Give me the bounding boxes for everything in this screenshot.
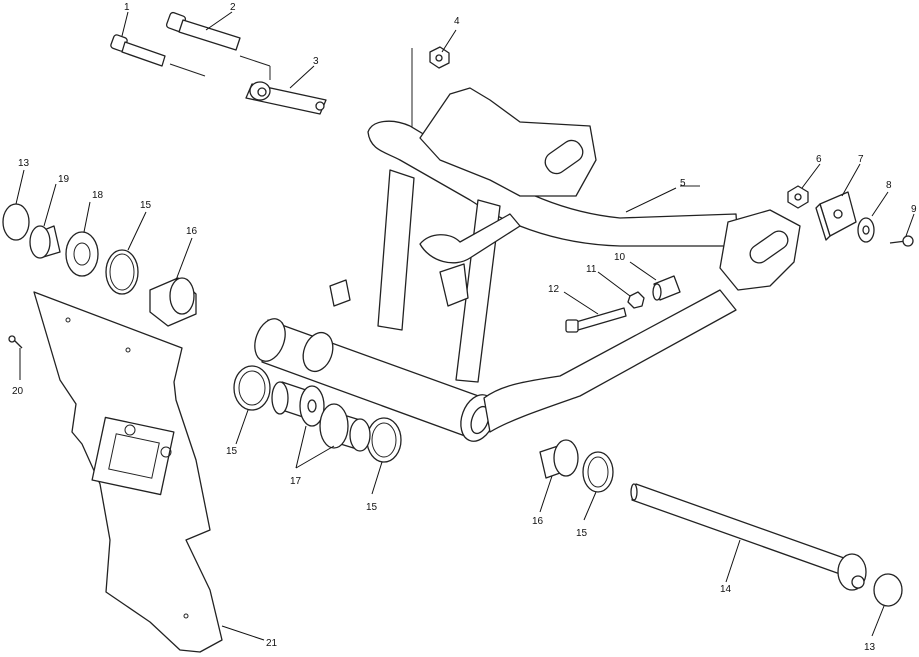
callout-17: 17 [290, 476, 302, 487]
part-block-7 [815, 191, 857, 241]
callout-labels: 1 2 3 4 5 6 7 8 9 10 11 12 13 13 14 15 1… [12, 2, 917, 653]
part-bearing-18 [65, 231, 99, 277]
part-cap-13-left [2, 203, 30, 241]
callout-13-right: 13 [864, 642, 876, 653]
callout-8: 8 [886, 180, 892, 191]
part-ring-15-a [105, 249, 139, 295]
callout-19: 19 [58, 174, 70, 185]
callout-9: 9 [911, 204, 917, 215]
callout-15-b: 15 [226, 446, 238, 457]
part-ring-15-c [366, 417, 402, 463]
callout-16-b: 16 [532, 516, 544, 527]
part-nut-4 [411, 46, 450, 128]
callout-20: 20 [12, 386, 24, 397]
callout-6: 6 [816, 154, 822, 165]
part-bolt-1 [110, 34, 206, 77]
callout-18: 18 [92, 190, 104, 201]
part-collar-19 [29, 225, 61, 259]
part-spacer-10 [652, 275, 681, 301]
callout-4: 4 [454, 16, 460, 27]
callout-15-c: 15 [366, 502, 378, 513]
part-bolt-2 [165, 11, 271, 80]
callout-11: 11 [586, 264, 597, 275]
callout-14: 14 [720, 584, 732, 595]
part-nut-11 [627, 291, 645, 309]
part-bushing-17-b [319, 403, 371, 452]
part-swing-arm-5 [254, 87, 801, 442]
callout-13-left: 13 [18, 158, 30, 169]
part-ring-15-d [582, 451, 614, 493]
part-pin-3 [245, 81, 327, 115]
part-screw-9 [889, 235, 914, 247]
callout-21: 21 [266, 638, 278, 649]
part-bolt-12 [565, 307, 627, 333]
callout-2: 2 [230, 2, 236, 13]
callout-5: 5 [680, 178, 686, 189]
part-bushing-16-b [539, 439, 579, 479]
callout-7: 7 [858, 154, 864, 165]
callout-12: 12 [548, 284, 560, 295]
part-nut-6 [787, 185, 809, 209]
callout-15-d: 15 [576, 528, 588, 539]
leader-lines [15, 11, 915, 641]
callout-10: 10 [614, 252, 626, 263]
callout-16-a: 16 [186, 226, 198, 237]
callout-3: 3 [313, 56, 319, 67]
part-bushing-16-a [149, 277, 197, 327]
part-cap-13-right [873, 573, 903, 607]
part-bushing-17-a [271, 381, 325, 427]
callout-15-a: 15 [140, 200, 152, 211]
part-shaft-14 [630, 483, 867, 591]
part-ring-15-b [233, 365, 271, 411]
part-screw-20 [8, 335, 23, 349]
part-mudflap-21 [33, 291, 223, 653]
part-washer-8 [857, 217, 875, 243]
callout-1: 1 [124, 2, 130, 13]
